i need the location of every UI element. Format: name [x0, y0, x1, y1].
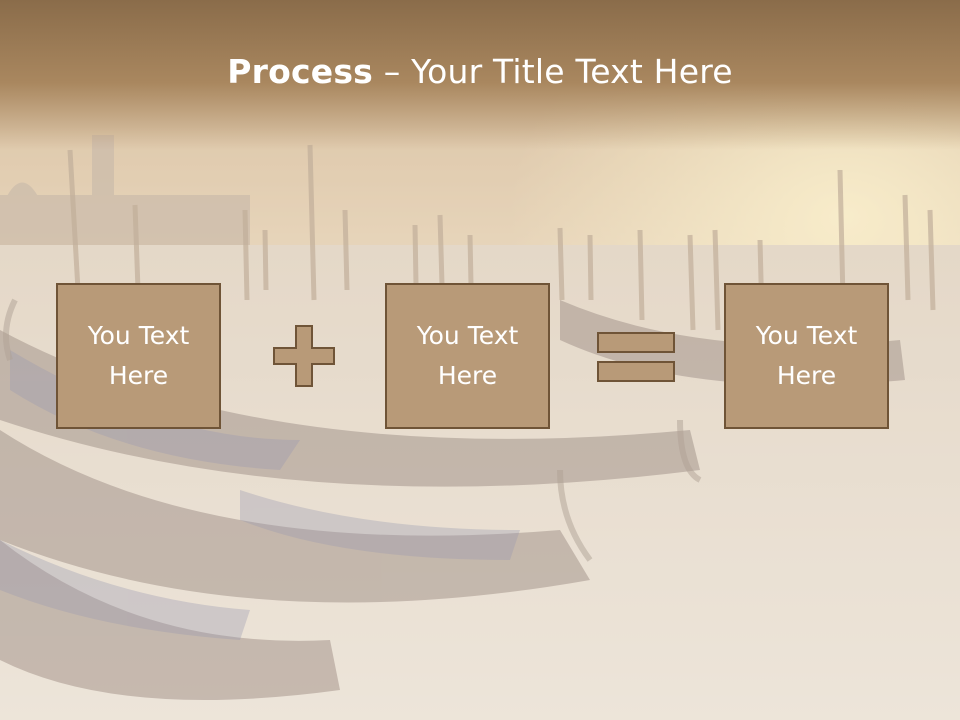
plus-icon [273, 325, 335, 387]
process-box-1[interactable]: You Text Here [56, 283, 221, 429]
process-box-1-line2: Here [108, 361, 169, 390]
process-box-1-line1: You Text [87, 321, 190, 350]
process-box-2-line2: Here [437, 361, 498, 390]
equals-icon [597, 332, 675, 382]
slide-title: Process – Your Title Text Here [0, 52, 960, 91]
process-box-3-line2: Here [776, 361, 837, 390]
title-rest: – Your Title Text Here [373, 52, 733, 91]
process-box-2-line1: You Text [416, 321, 519, 350]
title-band [0, 0, 960, 150]
process-box-3-text: You Text Here [742, 316, 872, 396]
title-strong: Process [227, 52, 374, 91]
process-box-1-text: You Text Here [74, 316, 204, 396]
process-box-2-text: You Text Here [403, 316, 533, 396]
process-box-2[interactable]: You Text Here [385, 283, 550, 429]
process-box-3-line1: You Text [755, 321, 858, 350]
process-box-3[interactable]: You Text Here [724, 283, 889, 429]
